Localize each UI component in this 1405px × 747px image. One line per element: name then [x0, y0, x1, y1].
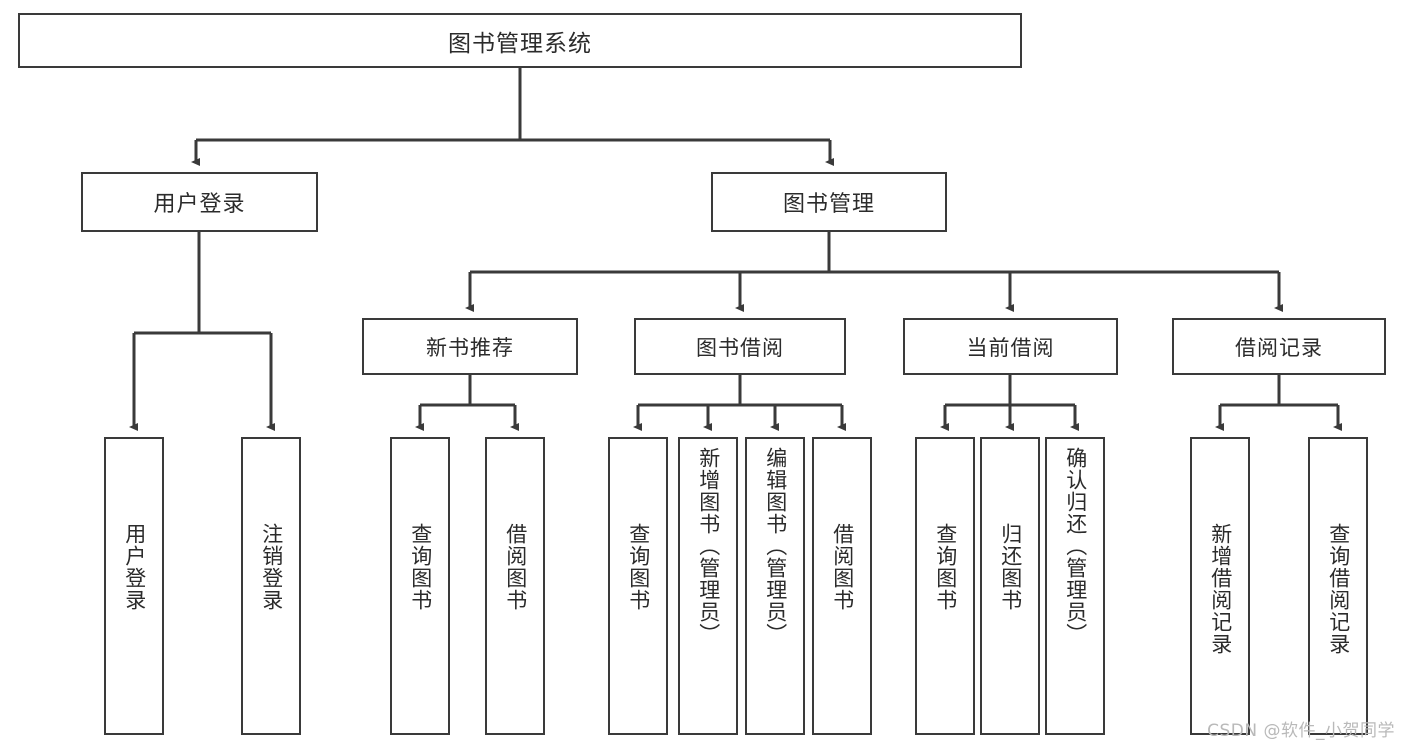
- leaf-add-borrow-record-label: 新增借阅记录: [1208, 523, 1233, 655]
- leaf-return-book[interactable]: 归还图书: [980, 437, 1040, 735]
- leaf-query-borrow-record[interactable]: 查询借阅记录: [1308, 437, 1368, 735]
- node-current-borrow-label: 当前借阅: [966, 335, 1055, 360]
- leaf-confirm-return-admin-label: 确认归还（管理员）: [1063, 447, 1088, 645]
- node-new-book-recommend-label: 新书推荐: [426, 335, 514, 360]
- leaf-user-login[interactable]: 用户登录: [104, 437, 164, 735]
- node-new-book-recommend[interactable]: 新书推荐: [362, 318, 578, 375]
- leaf-query-book-current-label: 查询图书: [933, 523, 958, 611]
- leaf-edit-book-admin-label: 编辑图书（管理员）: [763, 447, 788, 645]
- node-book-borrow[interactable]: 图书借阅: [634, 318, 846, 375]
- csdn-watermark: CSDN @软件_小贺同学: [1207, 721, 1395, 741]
- node-user-login[interactable]: 用户登录: [81, 172, 318, 232]
- node-book-management-label: 图书管理: [782, 192, 875, 217]
- node-root-label: 图书管理系统: [448, 30, 592, 57]
- leaf-query-book-current[interactable]: 查询图书: [915, 437, 975, 735]
- node-user-login-label: 用户登录: [153, 192, 246, 217]
- leaf-logout[interactable]: 注销登录: [241, 437, 301, 735]
- node-book-management[interactable]: 图书管理: [711, 172, 947, 232]
- leaf-query-book-borrow-label: 查询图书: [626, 523, 651, 611]
- leaf-add-borrow-record[interactable]: 新增借阅记录: [1190, 437, 1250, 735]
- leaf-query-borrow-record-label: 查询借阅记录: [1326, 523, 1351, 655]
- leaf-borrow-book-recommend-label: 借阅图书: [503, 523, 528, 611]
- leaf-borrow-book[interactable]: 借阅图书: [812, 437, 872, 735]
- leaf-confirm-return-admin[interactable]: 确认归还（管理员）: [1045, 437, 1105, 735]
- node-current-borrow[interactable]: 当前借阅: [903, 318, 1118, 375]
- node-root[interactable]: 图书管理系统: [18, 13, 1022, 68]
- node-borrow-record[interactable]: 借阅记录: [1172, 318, 1386, 375]
- leaf-borrow-book-recommend[interactable]: 借阅图书: [485, 437, 545, 735]
- node-borrow-record-label: 借阅记录: [1235, 335, 1323, 360]
- leaf-logout-label: 注销登录: [259, 523, 284, 611]
- leaf-query-book-borrow[interactable]: 查询图书: [608, 437, 668, 735]
- leaf-add-book-admin-label: 新增图书（管理员）: [696, 447, 721, 645]
- node-book-borrow-label: 图书借阅: [696, 335, 784, 360]
- leaf-return-book-label: 归还图书: [998, 523, 1023, 611]
- leaf-edit-book-admin[interactable]: 编辑图书（管理员）: [745, 437, 805, 735]
- leaf-query-book-recommend[interactable]: 查询图书: [390, 437, 450, 735]
- leaf-user-login-label: 用户登录: [122, 523, 147, 611]
- leaf-borrow-book-label: 借阅图书: [830, 523, 855, 611]
- leaf-query-book-recommend-label: 查询图书: [408, 523, 433, 611]
- leaf-add-book-admin[interactable]: 新增图书（管理员）: [678, 437, 738, 735]
